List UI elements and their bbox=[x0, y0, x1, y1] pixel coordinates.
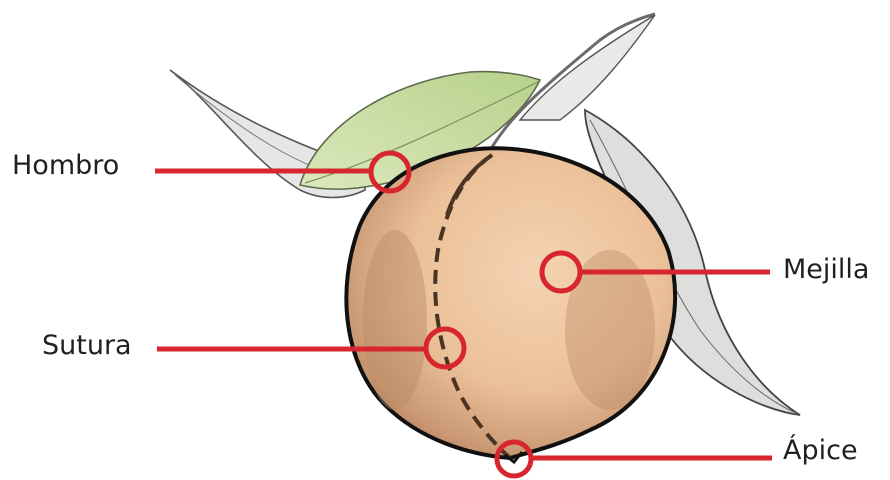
sutura-label: Sutura bbox=[42, 332, 132, 359]
leaf-top bbox=[520, 15, 655, 120]
mejilla-label: Mejilla bbox=[783, 256, 869, 283]
apice-label: Ápice bbox=[783, 437, 858, 464]
hombro-label: Hombro bbox=[12, 152, 119, 179]
